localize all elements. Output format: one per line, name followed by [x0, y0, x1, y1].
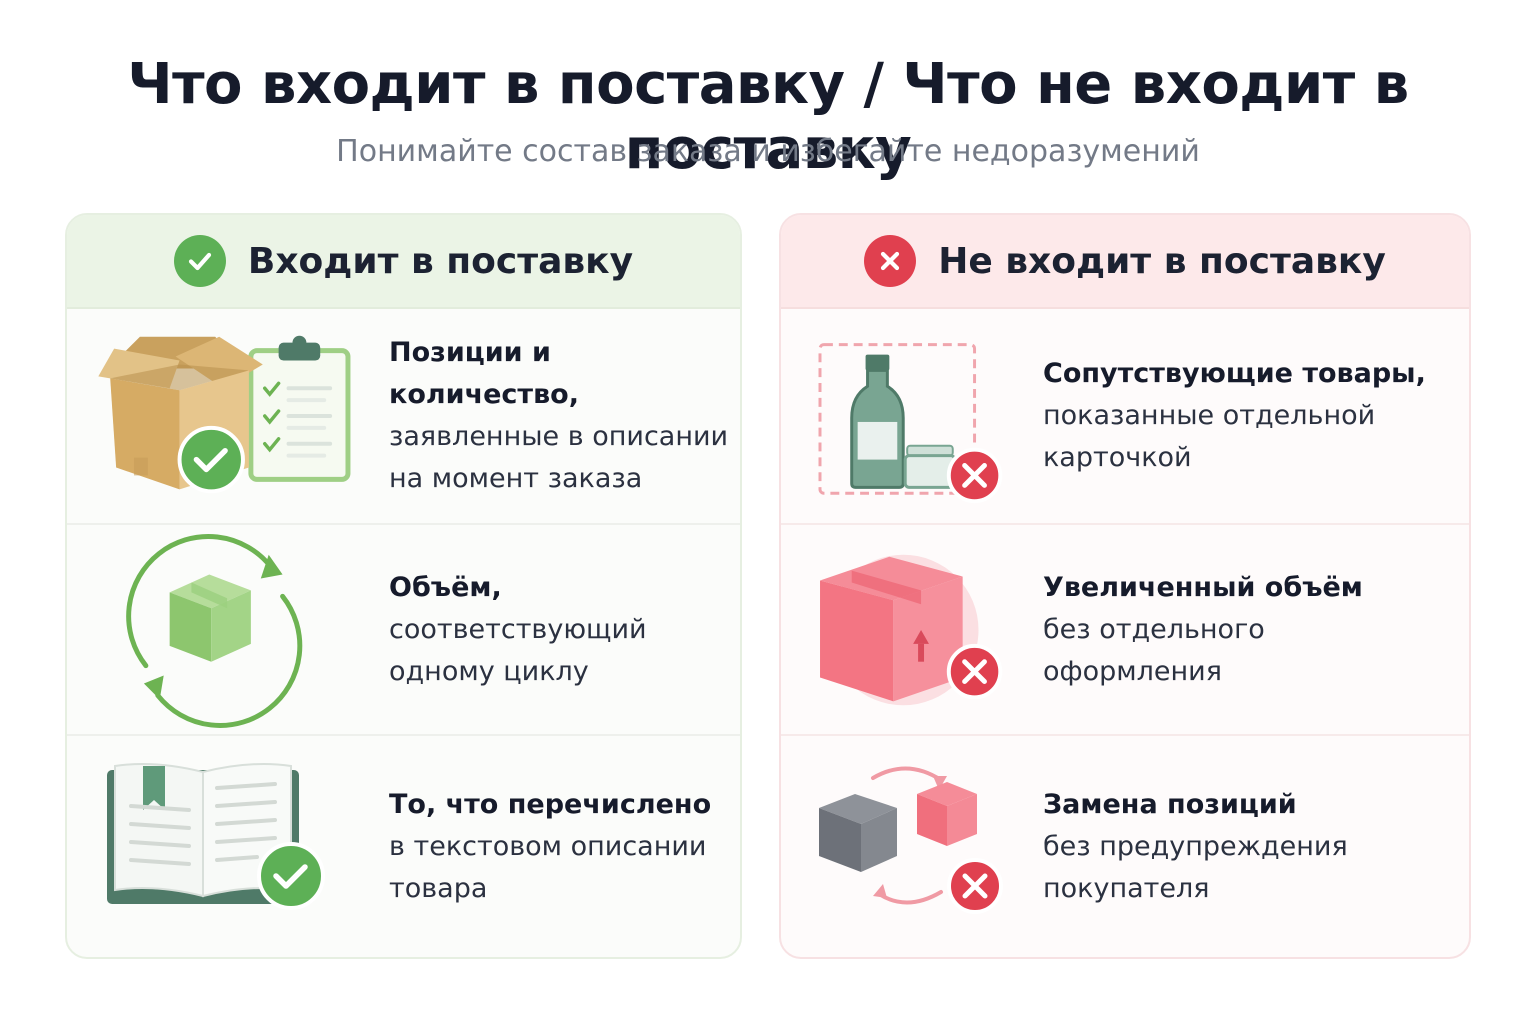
excluded-item-line: оформления — [1043, 655, 1222, 687]
excluded-item: Сопутствующие товары, показанные отдельн… — [781, 309, 1469, 525]
included-item-title: Позиции и количество, — [389, 337, 579, 410]
included-panel-header: Входит в поставку — [67, 215, 740, 309]
included-item-line: товара — [389, 872, 488, 904]
included-item-text: То, что перечислено в текстовом описании… — [389, 784, 711, 910]
included-item: Позиции и количество, заявленные в описа… — [67, 309, 740, 525]
excluded-item: Увеличенный объём без отдельного оформле… — [781, 525, 1469, 736]
excluded-panel: Не входит в поставку Сопутствующие товар… — [779, 213, 1471, 959]
bottle-and-jar-icon — [807, 309, 1047, 523]
included-item-text: Объём, соответствующий одному циклу — [389, 567, 647, 693]
excluded-item-line: без предупреждения — [1043, 830, 1348, 862]
excluded-item-line: показанные отдельной — [1043, 400, 1376, 431]
cross-circle-icon — [864, 235, 917, 287]
excluded-item-title: Сопутствующие товары, — [1043, 358, 1426, 389]
included-panel: Входит в поставку — [65, 213, 742, 959]
included-item-title: То, что перечислено — [389, 788, 712, 820]
excluded-item-title: Увеличенный объём — [1043, 571, 1363, 603]
excluded-item-title: Замена позиций — [1043, 788, 1297, 820]
included-panel-title: Входит в поставку — [247, 240, 634, 282]
excluded-item: Замена позиций без предупреждения покупа… — [781, 736, 1469, 957]
page-subtitle: Понимайте состав заказа и избегайте недо… — [336, 134, 1200, 169]
box-with-checklist-icon — [93, 309, 383, 523]
swap-boxes-icon — [807, 736, 1047, 957]
excluded-panel-title: Не входит в поставку — [938, 240, 1386, 282]
large-box-icon — [807, 525, 1047, 734]
excluded-item-text: Увеличенный объём без отдельного оформле… — [1043, 567, 1363, 693]
included-item-line: соответствующий — [389, 613, 647, 645]
box-cycle-icon — [93, 525, 383, 734]
included-item-line: на момент заказа — [389, 463, 643, 494]
included-item-line: заявленные в описании — [389, 421, 729, 452]
included-item: Объём, соответствующий одному циклу — [67, 525, 740, 736]
included-item-text: Позиции и количество, заявленные в описа… — [389, 332, 740, 500]
included-item-line: в текстовом описании — [389, 830, 707, 862]
excluded-item-text: Замена позиций без предупреждения покупа… — [1043, 784, 1348, 910]
included-item-line: одному циклу — [389, 655, 589, 687]
excluded-item-line: карточкой — [1043, 442, 1192, 473]
excluded-item-line: без отдельного — [1043, 613, 1265, 645]
excluded-item-line: покупателя — [1043, 872, 1210, 904]
page-title: Что входит в поставку / Что не входит в … — [127, 52, 1409, 182]
open-book-icon — [93, 736, 383, 957]
included-item-title: Объём, — [389, 571, 502, 603]
excluded-item-text: Сопутствующие товары, показанные отдельн… — [1043, 353, 1426, 479]
included-item: То, что перечислено в текстовом описании… — [67, 736, 740, 957]
excluded-panel-header: Не входит в поставку — [781, 215, 1469, 309]
check-circle-icon — [173, 235, 226, 287]
